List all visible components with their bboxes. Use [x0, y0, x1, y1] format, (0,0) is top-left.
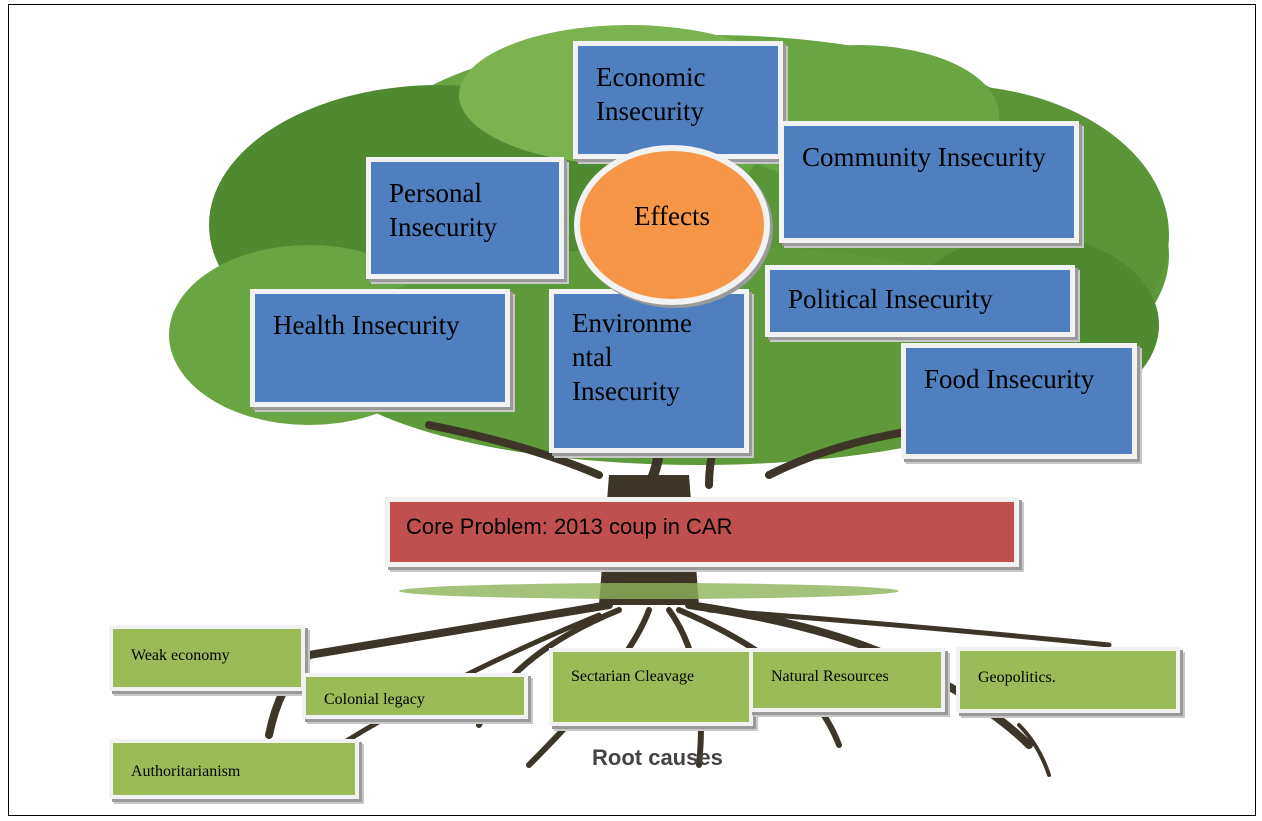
food-insecurity-label: Food Insecurity	[924, 364, 1095, 394]
natural-resources-box: Natural Resources	[749, 648, 945, 712]
root-causes-label: Root causes	[592, 745, 723, 770]
community-insecurity-box: Community Insecurity	[779, 121, 1079, 243]
community-insecurity-label: Community Insecurity	[802, 142, 1046, 172]
ground	[399, 583, 899, 599]
geopolitics-box: Geopolitics.	[956, 647, 1180, 713]
political-insecurity-box: Political Insecurity	[765, 265, 1075, 337]
sectarian-cleavage-box: Sectarian Cleavage	[549, 648, 753, 726]
personal-insecurity-label: Personal Insecurity	[389, 178, 497, 242]
health-insecurity-label: Health Insecurity	[273, 310, 460, 340]
food-insecurity-box: Food Insecurity	[901, 343, 1137, 459]
authoritarianism-box: Authoritarianism	[109, 739, 359, 799]
core-problem-box: Core Problem: 2013 coup in CAR	[385, 497, 1019, 567]
effects-label: Effects	[634, 201, 710, 231]
economic-insecurity-box: Economic Insecurity	[573, 41, 783, 159]
effects-oval: Effects	[574, 145, 770, 305]
environmental-insecurity-label-line3: Insecurity	[572, 376, 680, 406]
personal-insecurity-box: Personal Insecurity	[366, 157, 564, 279]
environmental-insecurity-label-line1: Environme	[572, 308, 692, 338]
authoritarianism-label: Authoritarianism	[131, 763, 241, 780]
natural-resources-label: Natural Resources	[771, 668, 889, 685]
weak-economy-label: Weak economy	[131, 647, 230, 664]
environmental-insecurity-box: Environme ntal Insecurity	[549, 289, 749, 453]
colonial-legacy-box: Colonial legacy	[302, 673, 528, 719]
environmental-insecurity-label-line2: ntal	[572, 342, 613, 372]
geopolitics-underline	[959, 711, 1139, 716]
economic-insecurity-label: Economic Insecurity	[596, 62, 706, 126]
colonial-legacy-label: Colonial legacy	[324, 691, 425, 708]
geopolitics-label: Geopolitics.	[978, 669, 1056, 686]
health-insecurity-box: Health Insecurity	[250, 289, 510, 407]
core-problem-label: Core Problem: 2013 coup in CAR	[406, 514, 733, 539]
sectarian-cleavage-label: Sectarian Cleavage	[571, 668, 695, 685]
diagram-frame: Economic Insecurity Community Insecurity…	[8, 4, 1256, 816]
political-insecurity-label: Political Insecurity	[788, 284, 993, 314]
weak-economy-box: Weak economy	[109, 625, 305, 691]
